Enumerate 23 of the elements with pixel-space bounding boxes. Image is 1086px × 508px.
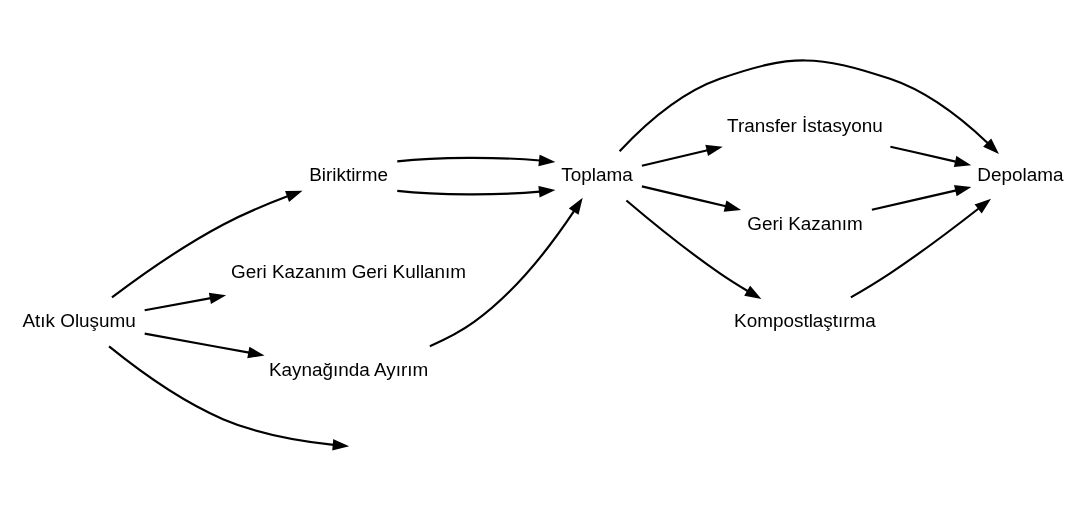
arrow xyxy=(618,58,999,154)
arrow xyxy=(111,190,303,298)
arrow xyxy=(397,185,556,197)
arrow xyxy=(641,184,742,212)
node-text: Geri Kazanım Geri Kullanım xyxy=(230,260,467,282)
arrow xyxy=(850,198,992,298)
node-text: Biriktirme xyxy=(309,163,388,185)
node-text: Toplama xyxy=(561,163,633,185)
arrow xyxy=(144,292,227,311)
arrow xyxy=(144,332,265,358)
arrow xyxy=(429,197,583,347)
arrow xyxy=(625,199,762,299)
node-text: Kaynağında Ayırım xyxy=(268,358,429,380)
arrow xyxy=(397,154,556,166)
node-text: Atık Oluşumu xyxy=(22,309,136,331)
node-text: Transfer İstasyonu xyxy=(727,114,883,136)
node-text: Depolama xyxy=(977,163,1064,185)
arrow xyxy=(641,144,723,167)
node-text: Kompostlaştırma xyxy=(734,309,876,331)
arrow xyxy=(108,345,350,451)
arrow xyxy=(871,184,972,211)
node-text: Geri Kazanım xyxy=(747,212,863,234)
arrow xyxy=(890,145,972,167)
